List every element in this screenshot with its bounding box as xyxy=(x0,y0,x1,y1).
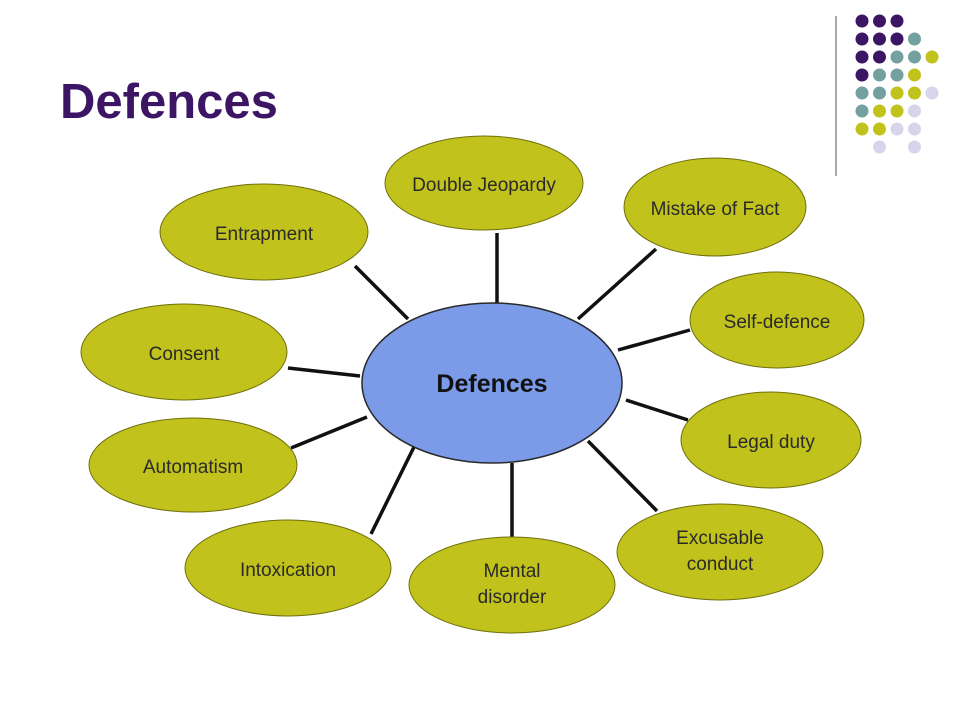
decorative-dot xyxy=(855,86,869,100)
decorative-dot xyxy=(908,50,921,64)
title-divider-line xyxy=(835,16,837,176)
node-consent-label: Consent xyxy=(149,344,220,365)
node-entrapment-label: Entrapment xyxy=(215,224,314,245)
node-legal-duty-label: Legal duty xyxy=(727,432,815,453)
connector-entrapment xyxy=(353,264,410,321)
node-self-defence-shape xyxy=(689,271,865,369)
slide-title: Defences xyxy=(60,75,278,129)
node-automatism-shape xyxy=(88,417,298,513)
decorative-dot xyxy=(908,32,921,46)
decorative-dot xyxy=(855,104,869,118)
decorative-dot xyxy=(873,50,886,64)
node-legal-duty: Legal duty xyxy=(680,391,862,489)
decorative-dot xyxy=(925,50,939,64)
decorative-dot xyxy=(890,50,904,64)
decorative-dot xyxy=(855,32,869,46)
decorative-dot xyxy=(873,140,886,154)
decorative-dot xyxy=(890,86,904,100)
node-excusable-conduct-shape xyxy=(616,503,824,601)
node-legal-duty-shape xyxy=(680,391,862,489)
node-self-defence: Self-defence xyxy=(689,271,865,369)
node-consent-shape xyxy=(80,303,288,401)
decorative-dot xyxy=(908,140,921,154)
decorative-dot xyxy=(890,14,904,28)
node-double-jeopardy-shape xyxy=(384,135,584,231)
node-mistake-of-fact-shape xyxy=(623,157,807,257)
decorative-dot xyxy=(855,122,869,136)
decorative-dot xyxy=(908,104,921,118)
decorative-dot xyxy=(873,86,886,100)
connector-lines xyxy=(287,233,691,540)
node-double-jeopardy-label: Double Jeopardy xyxy=(412,175,556,196)
decorative-dot xyxy=(925,86,939,100)
center-node-shape xyxy=(361,302,623,464)
node-self-defence-label: Self-defence xyxy=(724,312,831,333)
node-entrapment-shape xyxy=(159,183,369,281)
node-mental-disorder-label: disorder xyxy=(478,587,547,608)
node-intoxication: Intoxication xyxy=(184,519,392,617)
center-node-label: Defences xyxy=(436,370,547,398)
decorative-dot xyxy=(855,68,869,82)
connector-consent xyxy=(287,366,361,378)
node-excusable-conduct: Excusable conduct xyxy=(616,503,824,601)
decorative-dot xyxy=(873,68,886,82)
connector-intoxication xyxy=(369,446,416,535)
node-automatism-label: Automatism xyxy=(143,457,243,478)
node-double-jeopardy: Double Jeopardy xyxy=(384,135,584,231)
node-automatism: Automatism xyxy=(88,417,298,513)
node-excusable-conduct-label: Excusable xyxy=(676,528,764,549)
connector-mistake-of-fact xyxy=(576,247,658,321)
decorative-dot xyxy=(855,50,869,64)
node-mistake-of-fact: Mistake of Fact xyxy=(623,157,807,257)
connector-legal-duty xyxy=(625,398,689,422)
node-mistake-of-fact-label: Mistake of Fact xyxy=(651,199,781,220)
decorative-dot xyxy=(855,14,869,28)
decorative-dot xyxy=(873,14,886,28)
node-mental-disorder-shape xyxy=(408,536,616,634)
decorative-dot xyxy=(908,86,921,100)
decorative-dot xyxy=(890,32,904,46)
connector-automatism xyxy=(290,415,368,450)
node-mental-disorder-label: Mental xyxy=(483,561,540,582)
decorative-dot xyxy=(908,68,921,82)
node-mental-disorder: Mental disorder xyxy=(408,536,616,634)
node-consent: Consent xyxy=(80,303,288,401)
node-entrapment: Entrapment xyxy=(159,183,369,281)
decorative-dot xyxy=(873,104,886,118)
decorative-dot xyxy=(873,122,886,136)
decorative-dot xyxy=(890,122,904,136)
node-intoxication-shape xyxy=(184,519,392,617)
decorative-dot xyxy=(890,68,904,82)
decorative-dot xyxy=(908,122,921,136)
connector-excusable-conduct xyxy=(586,439,659,513)
center-node: Defences xyxy=(361,302,623,464)
decorative-dot xyxy=(873,32,886,46)
node-intoxication-label: Intoxication xyxy=(240,560,336,581)
connector-self-defence xyxy=(617,328,691,352)
node-excusable-conduct-label: conduct xyxy=(687,554,754,575)
decorative-dot xyxy=(890,104,904,118)
